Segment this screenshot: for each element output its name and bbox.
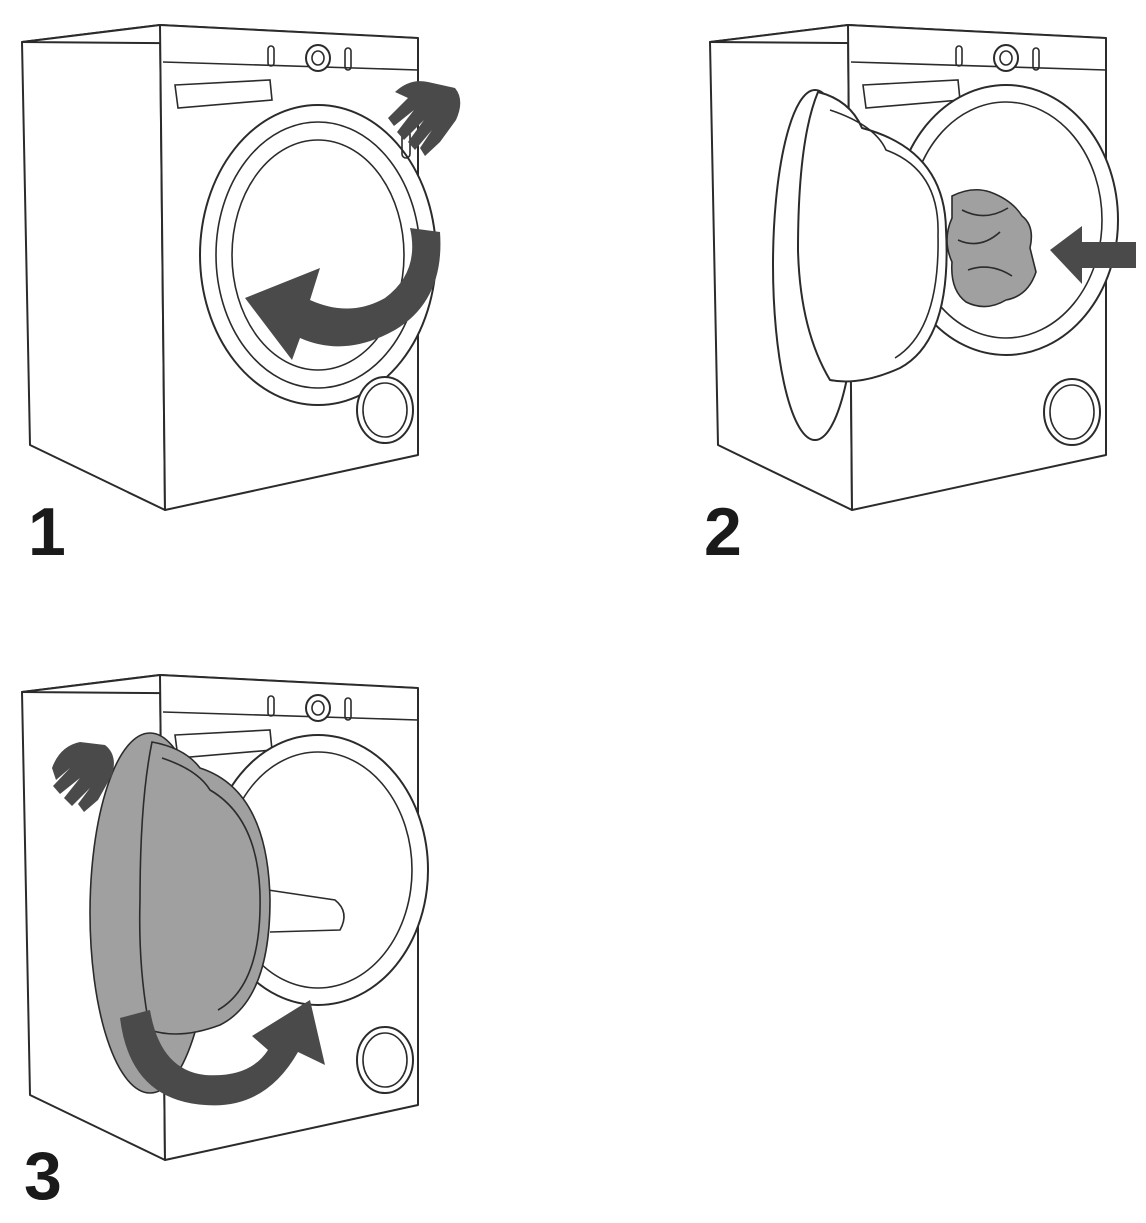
push-arrow-icon [1050,226,1136,284]
open-door [772,89,948,441]
step-1: 1 [0,0,480,580]
rotate-arrow-icon [245,228,441,360]
step-number: 1 [28,494,66,570]
hand-icon [52,742,114,812]
laundry-icon [946,188,1037,308]
step-2: 2 [690,0,1146,580]
washing-machine-icon [21,24,437,511]
step-number: 2 [704,494,742,570]
rotate-arrow-icon [120,1000,325,1106]
closing-door [89,732,271,1094]
hand-icon [388,81,461,156]
step-3: 3 [0,650,480,1223]
step-number: 3 [24,1138,62,1214]
